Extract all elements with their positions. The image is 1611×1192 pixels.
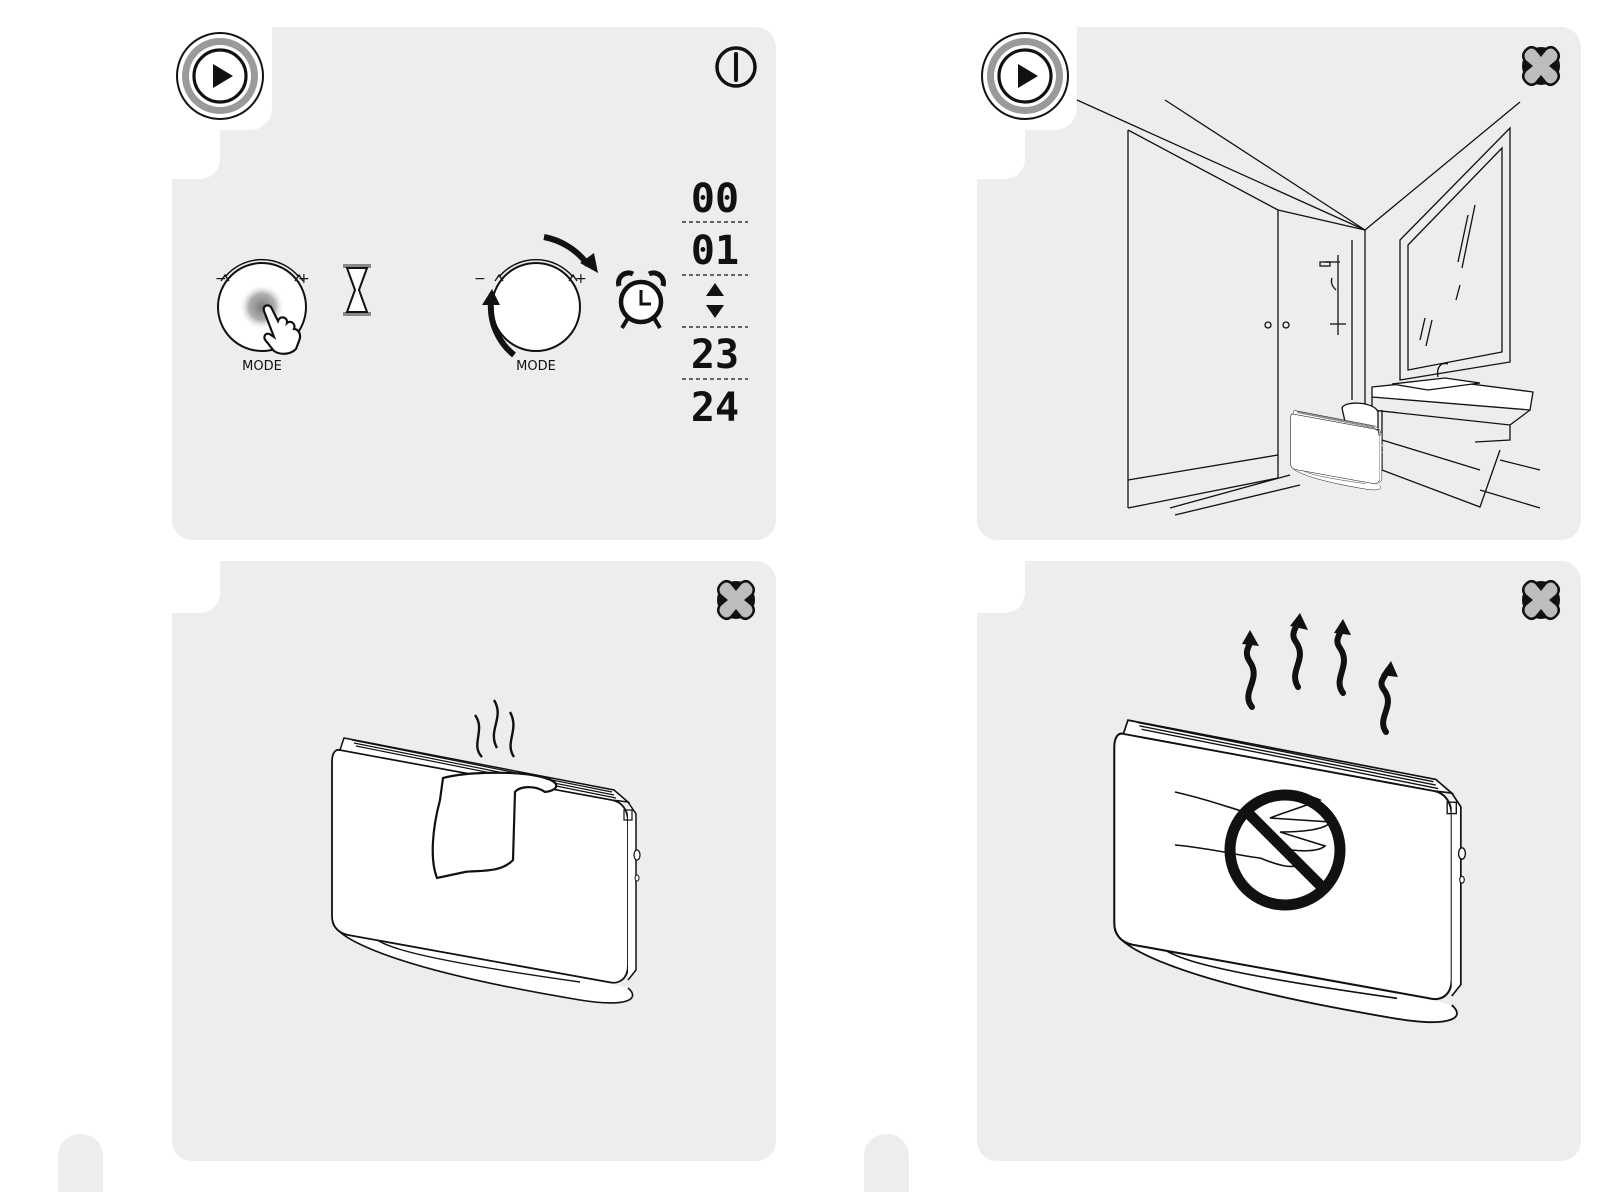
alarm-clock-icon (619, 273, 664, 328)
mode-dial-rotate (482, 237, 598, 355)
play-badge (982, 33, 1068, 119)
hour-value: 24 (691, 385, 739, 431)
rotate-clockwise-arrow-icon (544, 237, 588, 265)
power-icon (717, 48, 755, 86)
mode-dial-press (218, 260, 306, 354)
hour-value: 01 (691, 228, 739, 274)
prohibited-x-icon (1522, 581, 1560, 619)
mode-label-right: MODE (516, 359, 556, 374)
hourglass-icon (343, 264, 371, 316)
dial-minus-label: − (215, 271, 227, 287)
dial-plus-label: + (575, 271, 587, 287)
heat-waves-icon (1247, 622, 1388, 732)
prohibited-x-icon (1522, 47, 1560, 85)
up-down-arrows-icon (706, 283, 724, 318)
play-badge (177, 33, 263, 119)
hour-list: 00 01 23 24 (682, 176, 748, 431)
heater-illustration (1114, 720, 1465, 1022)
prohibited-x-icon (717, 581, 755, 619)
dial-plus-label: + (298, 271, 310, 287)
hour-value: 23 (691, 332, 739, 378)
mode-label-left: MODE (242, 359, 282, 374)
steam-icon (475, 700, 514, 757)
dial-minus-label: − (474, 271, 486, 287)
hour-value: 00 (691, 176, 739, 222)
